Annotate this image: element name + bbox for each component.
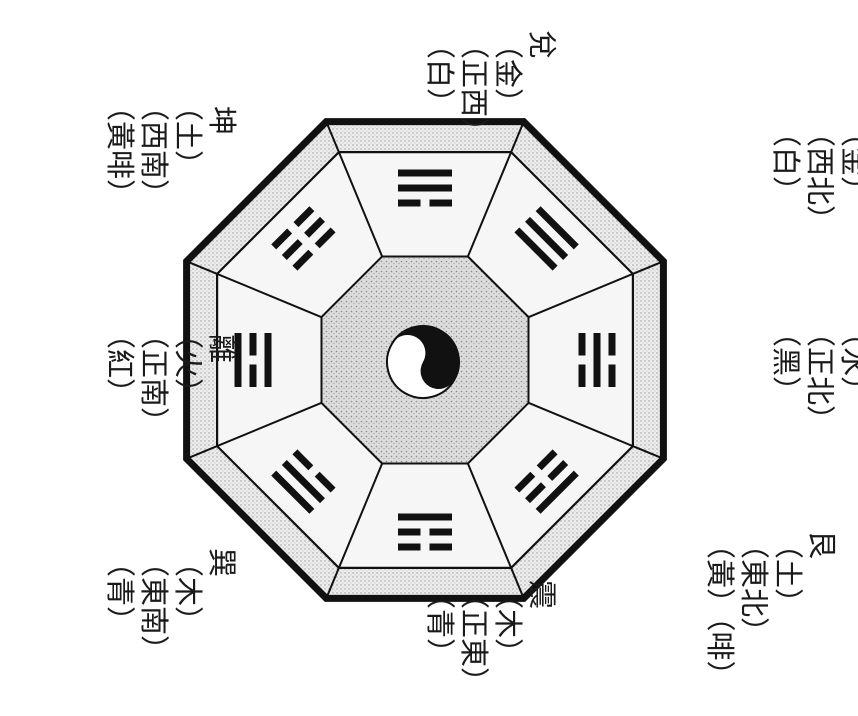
label-li-color: （紅） <box>103 320 137 407</box>
trigram-line-broken <box>430 529 453 536</box>
label-zhen-name: 震 <box>525 580 559 609</box>
label-kun-name: 坤 <box>205 106 239 135</box>
label-kun-color: （黃啡） <box>103 92 137 208</box>
trigram-line-broken <box>430 544 453 551</box>
label-group-kun: （黃啡） （西南） （土） 坤 <box>103 92 239 208</box>
label-zhen-color: （青） <box>423 580 457 667</box>
trigram-line-broken <box>250 333 257 356</box>
trigram-line-solid <box>398 170 452 177</box>
label-li-name: 離 <box>205 334 239 363</box>
label-li-element: （火） <box>171 320 205 407</box>
label-xun-element: （木） <box>171 548 205 635</box>
label-group-zhen: （青） （正東） （木） 震 <box>423 580 559 696</box>
trigram-line-broken <box>609 365 616 388</box>
label-kun-element: （土） <box>171 92 205 179</box>
trigram-line-broken <box>430 200 453 207</box>
label-xun-direction: （東南） <box>137 548 171 664</box>
trigram-line-broken <box>579 365 586 388</box>
label-dui-name: 兌 <box>525 30 559 59</box>
label-qian-element: （金） <box>837 118 858 205</box>
label-kun-direction: （西南） <box>137 92 171 208</box>
trigram-line-broken <box>398 529 421 536</box>
label-xun-color: （青） <box>103 548 137 635</box>
label-zhen-element: （木） <box>491 580 525 667</box>
label-xun-name: 巽 <box>205 548 239 577</box>
trigram-line-broken <box>398 544 421 551</box>
label-kan-direction: （正北） <box>803 318 837 434</box>
label-gen-direction: （東北） <box>737 530 771 646</box>
trigram-line-solid <box>594 333 601 387</box>
trigram-line-solid <box>398 185 452 192</box>
label-zhen-direction: （正東） <box>457 580 491 696</box>
trigram-line-broken <box>579 333 586 356</box>
label-group-qian: （白） （西北） （金） 乾 <box>769 118 858 234</box>
trigram-line-solid <box>265 333 272 387</box>
label-gen-name: 艮 <box>805 530 839 559</box>
label-group-kan: （黑） （正北） （水） 坎 <box>769 318 858 434</box>
label-qian-color: （白） <box>769 118 803 205</box>
label-qian-direction: （西北） <box>803 118 837 234</box>
label-dui-direction: （正西） <box>457 30 491 146</box>
label-gen-color: （黃）（啡） <box>703 530 737 690</box>
label-kan-color: （黑） <box>769 318 803 405</box>
label-gen-element: （土） <box>771 530 805 617</box>
trigram-line-broken <box>398 200 421 207</box>
label-group-gen: （黃）（啡） （東北） （土） 艮 <box>703 530 839 690</box>
label-dui-color: （白） <box>423 30 457 117</box>
trigram-line-broken <box>609 333 616 356</box>
label-dui-element: （金） <box>491 30 525 117</box>
trigram-line-solid <box>398 514 452 521</box>
label-kan-element: （水） <box>837 318 858 405</box>
label-li-direction: （正南） <box>137 320 171 436</box>
trigram-line-broken <box>250 365 257 388</box>
label-group-xun: （青） （東南） （木） 巽 <box>103 548 239 664</box>
